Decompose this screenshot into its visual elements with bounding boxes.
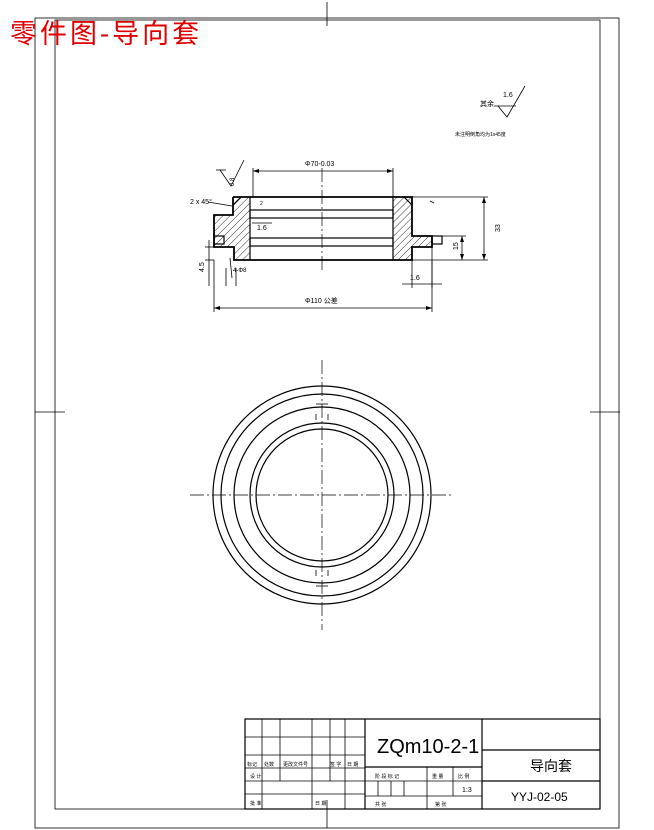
row-label-doc: 更改文件号 (283, 761, 308, 768)
dim-left-vertical: 4.5 (199, 262, 206, 272)
title-block-scale: 1:3 (462, 787, 472, 794)
section-view: Φ70-0.03 Φ110 公差 33 15 1.6 2 x 45° 1.6 2… (190, 159, 502, 312)
page-title: 零件图-导向套 (10, 19, 203, 50)
dim-left-small: 1.6 (257, 225, 267, 232)
row-label-count: 处数 (264, 761, 274, 768)
roughness-note: 其余 1.6 (480, 85, 526, 118)
row-label-mark: 标记 (247, 761, 257, 768)
roughness-note-label: 其余 (480, 99, 494, 108)
dim-outer-diameter: Φ110 公差 (305, 296, 338, 305)
dim-height: 33 (495, 224, 502, 232)
title-block-part-name: 导向套 (530, 758, 572, 774)
dim-holes: 4-Φ8 (233, 268, 247, 274)
row-label-sign: 签 字 (330, 761, 341, 768)
dim-chamfer: 2 x 45° (190, 198, 212, 206)
date-label: 日 期 (315, 801, 326, 807)
row-label-date: 日 期 (347, 762, 358, 768)
title-block: ZQm10-2-1 导向套 YYJ-02-05 1:3 标记 处数 更改文件号 … (244, 718, 601, 810)
approval-label: 批 准 (250, 800, 261, 807)
sheets-total: 共 张 (375, 801, 386, 808)
title-block-drawing-number: ZQm10-2-1 (377, 736, 479, 758)
dim-right-small: 1.6 (410, 275, 420, 282)
dim-groove: 2 (260, 201, 263, 207)
stage-label: 阶 段 标 记 (375, 773, 399, 780)
dim-step-height: 15 (453, 242, 460, 250)
designer-label: 设 计 (250, 773, 261, 780)
ratio-label: 比 例 (458, 773, 469, 780)
roughness-note-value: 1.6 (503, 92, 513, 99)
weight-label: 重 量 (432, 773, 443, 780)
tech-note: 未注明倒角均为1x45度 (455, 131, 506, 138)
roughness-left: 0.8 (230, 177, 236, 186)
sheet-no: 第 张 (435, 801, 446, 808)
inner-border (54, 19, 601, 810)
dim-inner-diameter: Φ70-0.03 (305, 161, 334, 168)
plan-view (190, 360, 454, 630)
title-block-code: YYJ-02-05 (511, 790, 568, 804)
